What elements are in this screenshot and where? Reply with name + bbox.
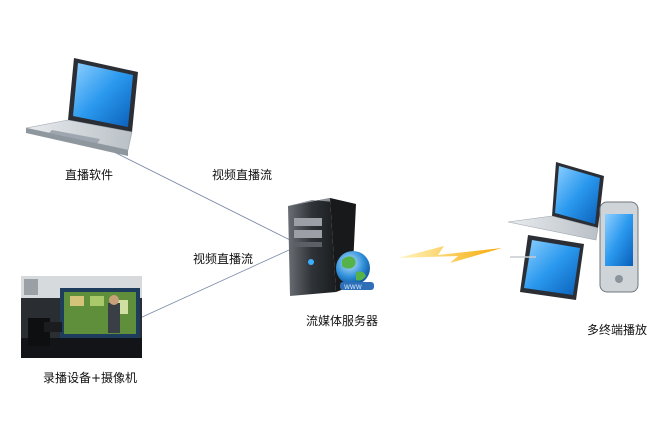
- studio-camera-photo: [21, 276, 142, 358]
- globe-icon: WWW: [336, 251, 374, 291]
- server-label: 流媒体服务器: [306, 314, 379, 328]
- edge-label-laptop-stream: 视频直播流: [212, 168, 273, 182]
- multi-device-icon: [507, 162, 639, 300]
- edge-label-recorder-stream: 视频直播流: [193, 252, 254, 266]
- edge-recorder-server: [139, 244, 301, 319]
- laptop-label: 直播软件: [65, 168, 114, 182]
- recorder-label: 录播设备+摄像机: [43, 371, 138, 385]
- laptop-icon: [25, 58, 138, 156]
- lightning-icon: [398, 246, 502, 263]
- edge-laptop-server: [109, 149, 301, 246]
- terminals-label: 多终端播放: [587, 323, 648, 337]
- svg-text:WWW: WWW: [344, 284, 362, 291]
